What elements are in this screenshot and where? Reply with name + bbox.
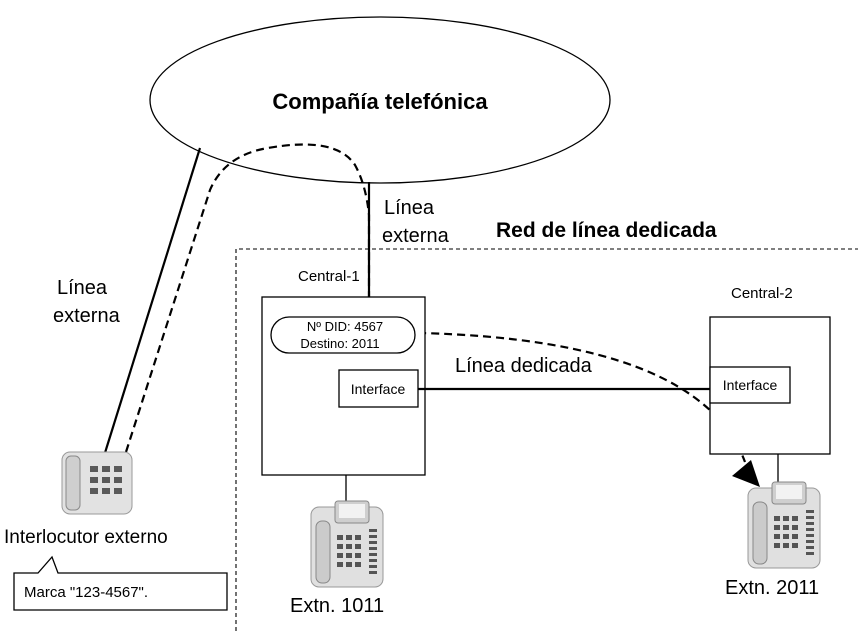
call-path-arrowhead <box>732 460 760 487</box>
extension-2011-phone-icon <box>747 481 821 569</box>
did-info-bubble <box>270 316 416 354</box>
external-line-top-label-2: externa <box>382 225 450 247</box>
call-path <box>124 143 747 463</box>
pbx2-interface-label: Interface <box>723 377 778 393</box>
telephone-company-cloud <box>149 16 611 184</box>
dedicated-network-border <box>235 248 858 631</box>
dedicated-network-label: Red de línea dedicada <box>496 219 717 242</box>
pbx1-interface-label: Interface <box>351 381 406 397</box>
pbx2-interface <box>709 366 791 404</box>
extension-1011-phone-icon <box>310 500 384 588</box>
external-line-top-label-1: Línea <box>384 197 435 219</box>
telephone-company-label: Compañía telefónica <box>272 89 488 114</box>
dial-callout <box>13 555 228 611</box>
external-line-left-label-1: Línea <box>57 277 108 299</box>
pbx2-label: Central-2 <box>731 285 793 302</box>
external-line-left <box>102 147 202 457</box>
extension-1011-label: Extn. 1011 <box>290 595 384 617</box>
did-destination: Destino: 2011 <box>300 336 379 351</box>
did-number: Nº DID: 4567 <box>307 319 383 334</box>
external-party-phone-icon <box>61 451 133 515</box>
external-line-left-label-2: externa <box>53 305 121 327</box>
pbx1-label: Central-1 <box>298 268 360 285</box>
extension-2011-label: Extn. 2011 <box>725 577 819 599</box>
dedicated-line-label: Línea dedicada <box>455 355 593 377</box>
dial-callout-text: Marca "123-4567". <box>24 584 148 601</box>
external-party-label: Interlocutor externo <box>4 527 168 548</box>
